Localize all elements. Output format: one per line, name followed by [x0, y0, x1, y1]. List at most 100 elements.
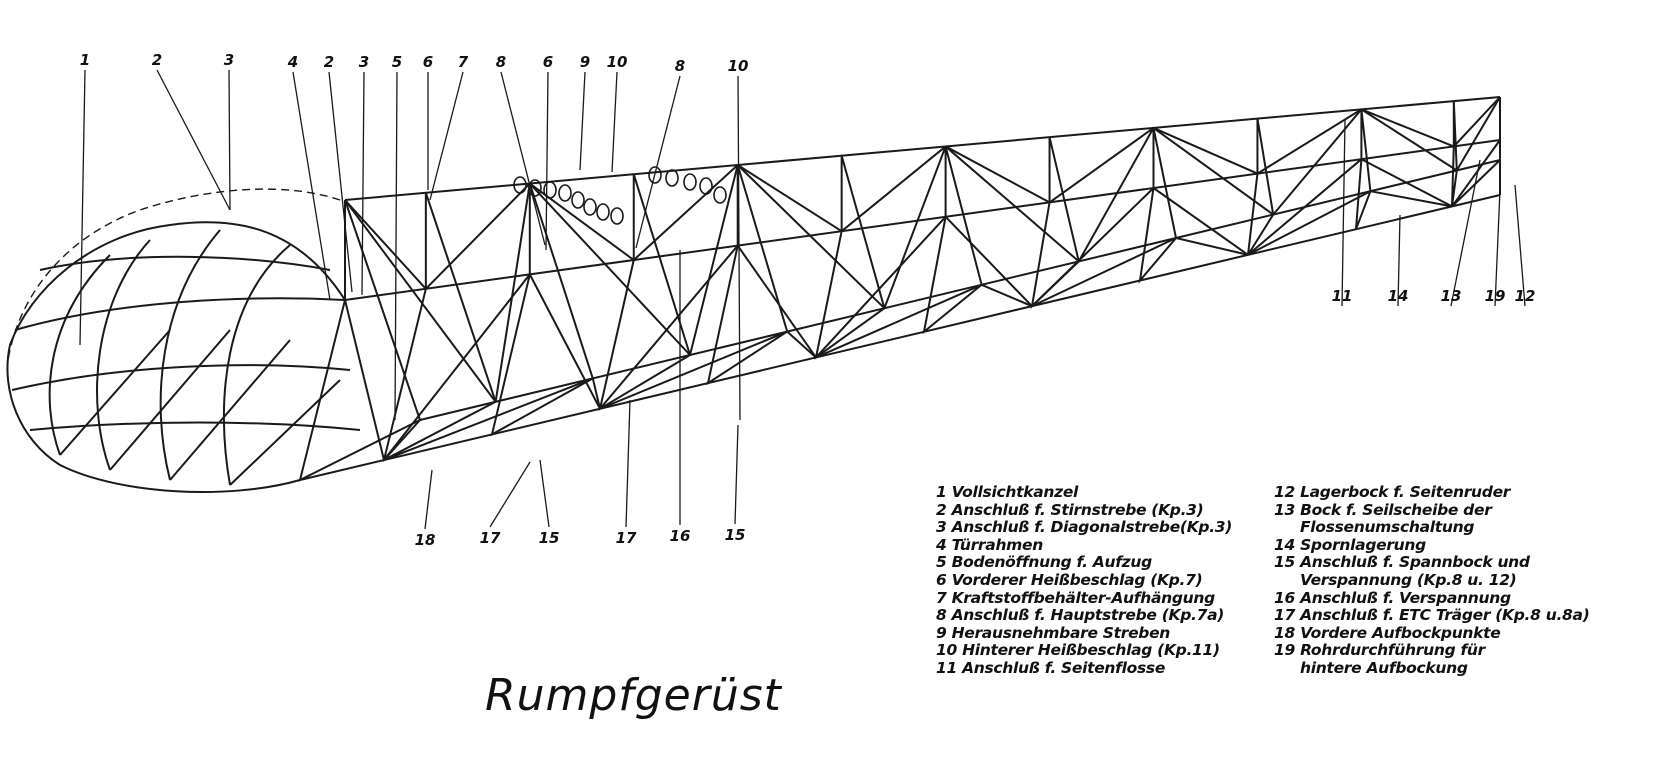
- canopy-rib: [159, 229, 221, 481]
- diagonal-strut: [1247, 158, 1363, 256]
- diagonal-strut: [1272, 108, 1363, 216]
- legend-item: 2 Anschluß f. Stirnstrebe (Kp.3): [936, 500, 1204, 519]
- longeron: [344, 96, 1501, 201]
- leader-line: [394, 71, 398, 421]
- canopy-rib: [222, 244, 291, 486]
- callout-number: 3: [224, 51, 234, 69]
- diagonal-strut: [599, 244, 739, 410]
- canopy-diagonal: [59, 329, 341, 486]
- legend-item: 6 Vorderer Heißbeschlag (Kp.7): [936, 570, 1203, 589]
- legend-item: 9 Herausnehmbare Streben: [936, 623, 1171, 642]
- leader-line: [328, 71, 353, 293]
- leader-line: [611, 71, 618, 173]
- diagonal-strut: [981, 283, 1033, 308]
- callout-leader-lines: [79, 69, 1526, 530]
- legend-item: 12 Lagerbock f. Seitenruder: [1274, 483, 1511, 501]
- diagonal-strut: [344, 199, 427, 290]
- diagonal-strut: [425, 182, 531, 290]
- diagonal-strut: [599, 330, 788, 410]
- longeron: [419, 159, 1501, 421]
- legend-item: 10 Hinterer Heißbeschlag (Kp.11): [936, 641, 1220, 660]
- callout-number: 12: [1515, 287, 1536, 305]
- porthole: [713, 186, 727, 204]
- diagonal-strut: [1048, 127, 1155, 204]
- longeron: [299, 194, 1501, 481]
- callout-number: 5: [392, 53, 402, 71]
- leader-line: [1494, 189, 1501, 307]
- legend-item: Flossenumschaltung: [1300, 518, 1475, 537]
- leader-line: [539, 459, 550, 528]
- diagonal-strut: [1451, 139, 1501, 207]
- callout-number: 4: [287, 53, 298, 71]
- leader-line: [361, 71, 365, 296]
- frame-station: [814, 155, 886, 360]
- porthole: [665, 169, 679, 187]
- truss-structure: [298, 96, 1501, 482]
- leader-line: [1341, 119, 1346, 307]
- diagonal-strut: [383, 273, 531, 461]
- leader-line: [1397, 214, 1401, 307]
- leader-line: [1514, 184, 1526, 307]
- callout-number: 7: [458, 53, 469, 71]
- diagonal-strut: [815, 216, 947, 359]
- legend-item: 7 Kraftstoffbehälter-Aufhängung: [936, 588, 1215, 607]
- diagonal-strut: [633, 164, 739, 261]
- legend-item: 16 Anschluß f. Verspannung: [1274, 588, 1511, 607]
- canopy-stringer: [29, 421, 361, 431]
- callout-number: 14: [1388, 287, 1409, 305]
- callout-number: 16: [670, 527, 691, 545]
- diagonal-strut: [944, 216, 1033, 307]
- callout-number: 3: [359, 53, 369, 71]
- callout-number: 10: [607, 53, 628, 71]
- canopy-rib: [48, 254, 111, 456]
- leader-line: [489, 461, 531, 528]
- legend-item: 17 Anschluß f. ETC Träger (Kp.8 u.8a): [1274, 606, 1590, 625]
- callout-number: 8: [496, 53, 506, 71]
- legend-item: 14 Spornlagerung: [1274, 535, 1426, 554]
- diagonal-strut: [841, 145, 947, 232]
- diagonal-strut: [1453, 96, 1501, 148]
- legend-item: 18 Vordere Aufbockpunkte: [1274, 623, 1501, 642]
- frame-station: [1247, 118, 1275, 256]
- porthole: [583, 198, 597, 216]
- legend-item: hintere Aufbockung: [1300, 658, 1468, 677]
- leader-line: [429, 71, 464, 201]
- leader-line: [79, 69, 86, 346]
- leader-line: [734, 424, 739, 525]
- canopy-outline: [6, 221, 346, 493]
- diagonal-strut: [737, 164, 843, 233]
- legend-item: 3 Anschluß f. Diagonalstrebe(Kp.3): [936, 518, 1233, 537]
- callout-number: 17: [616, 529, 637, 547]
- legend-item: 4 Türrahmen: [936, 535, 1043, 554]
- diagonal-strut: [815, 283, 983, 359]
- frame-station: [490, 183, 595, 437]
- diagonal-strut: [883, 146, 947, 309]
- diagonal-strut: [494, 183, 531, 402]
- callout-number: 15: [725, 526, 746, 544]
- leader-line: [635, 75, 681, 249]
- callout-number: 10: [728, 57, 749, 75]
- diagonal-strut: [1360, 158, 1453, 208]
- porthole: [571, 191, 585, 209]
- callout-number: 15: [539, 529, 560, 547]
- legend-item: 15 Anschluß f. Spannbock und: [1274, 553, 1530, 572]
- diagonal-strut: [736, 245, 817, 359]
- frame-station: [1138, 127, 1178, 284]
- diagonal-strut: [945, 145, 1051, 204]
- diagonal-strut: [1247, 190, 1371, 256]
- callout-number: 19: [1485, 287, 1506, 305]
- diagonal-strut: [737, 164, 886, 309]
- legend-item: 5 Bodenöffnung f. Aufzug: [936, 553, 1152, 572]
- diagonal-strut: [1361, 108, 1455, 148]
- diagonal-strut: [1360, 108, 1458, 172]
- frame-station: [1030, 136, 1080, 309]
- porthole: [610, 207, 624, 225]
- diagonal-strut: [689, 164, 739, 356]
- diagonal-strut: [786, 330, 817, 359]
- diagonal-strut: [1455, 96, 1501, 171]
- window-portholes: [513, 166, 727, 225]
